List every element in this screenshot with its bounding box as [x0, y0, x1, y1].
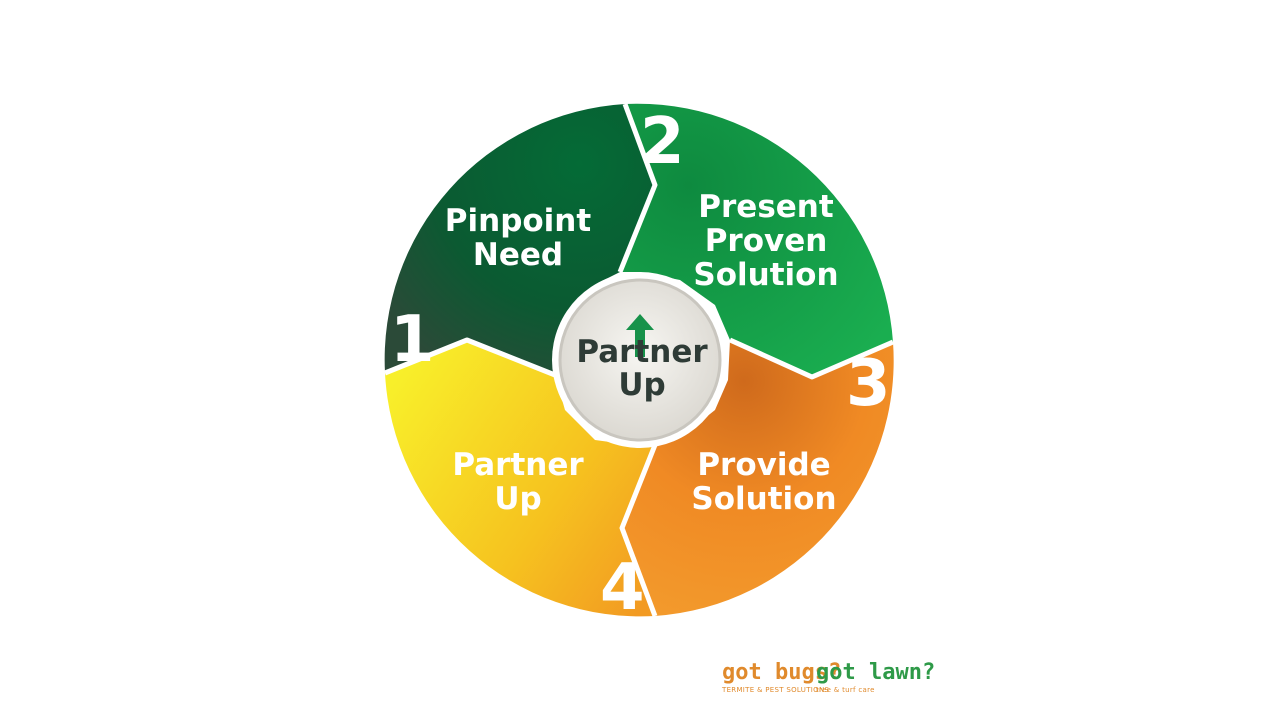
- label-present-proven-solution: Present Proven Solution: [693, 189, 839, 293]
- label-partner-up: Partner Up: [452, 447, 584, 517]
- step-number-4: 4: [600, 551, 645, 625]
- up-arrow-icon: [626, 314, 654, 357]
- got-bugs-logo: got bugs? TERMITE & PEST SOLUTIONS: [722, 660, 842, 694]
- hub-label: Partner Up: [576, 334, 708, 403]
- segment-partner-up: [385, 340, 655, 617]
- label-provide-solution: Provide Solution: [691, 447, 837, 517]
- step-number-2: 2: [640, 105, 685, 179]
- segment-pinpoint-need: [384, 104, 655, 375]
- segment-separators: [384, 103, 894, 617]
- step-number-3: 3: [846, 347, 891, 421]
- segment-present-proven-solution: [620, 103, 893, 378]
- segment-provide-solution: [622, 340, 894, 616]
- step-number-1: 1: [390, 303, 435, 377]
- hub-circle: [558, 278, 722, 442]
- label-pinpoint-need: Pinpoint Need: [444, 203, 592, 273]
- got-lawn-logo: got lawn? tree & turf care: [816, 660, 936, 694]
